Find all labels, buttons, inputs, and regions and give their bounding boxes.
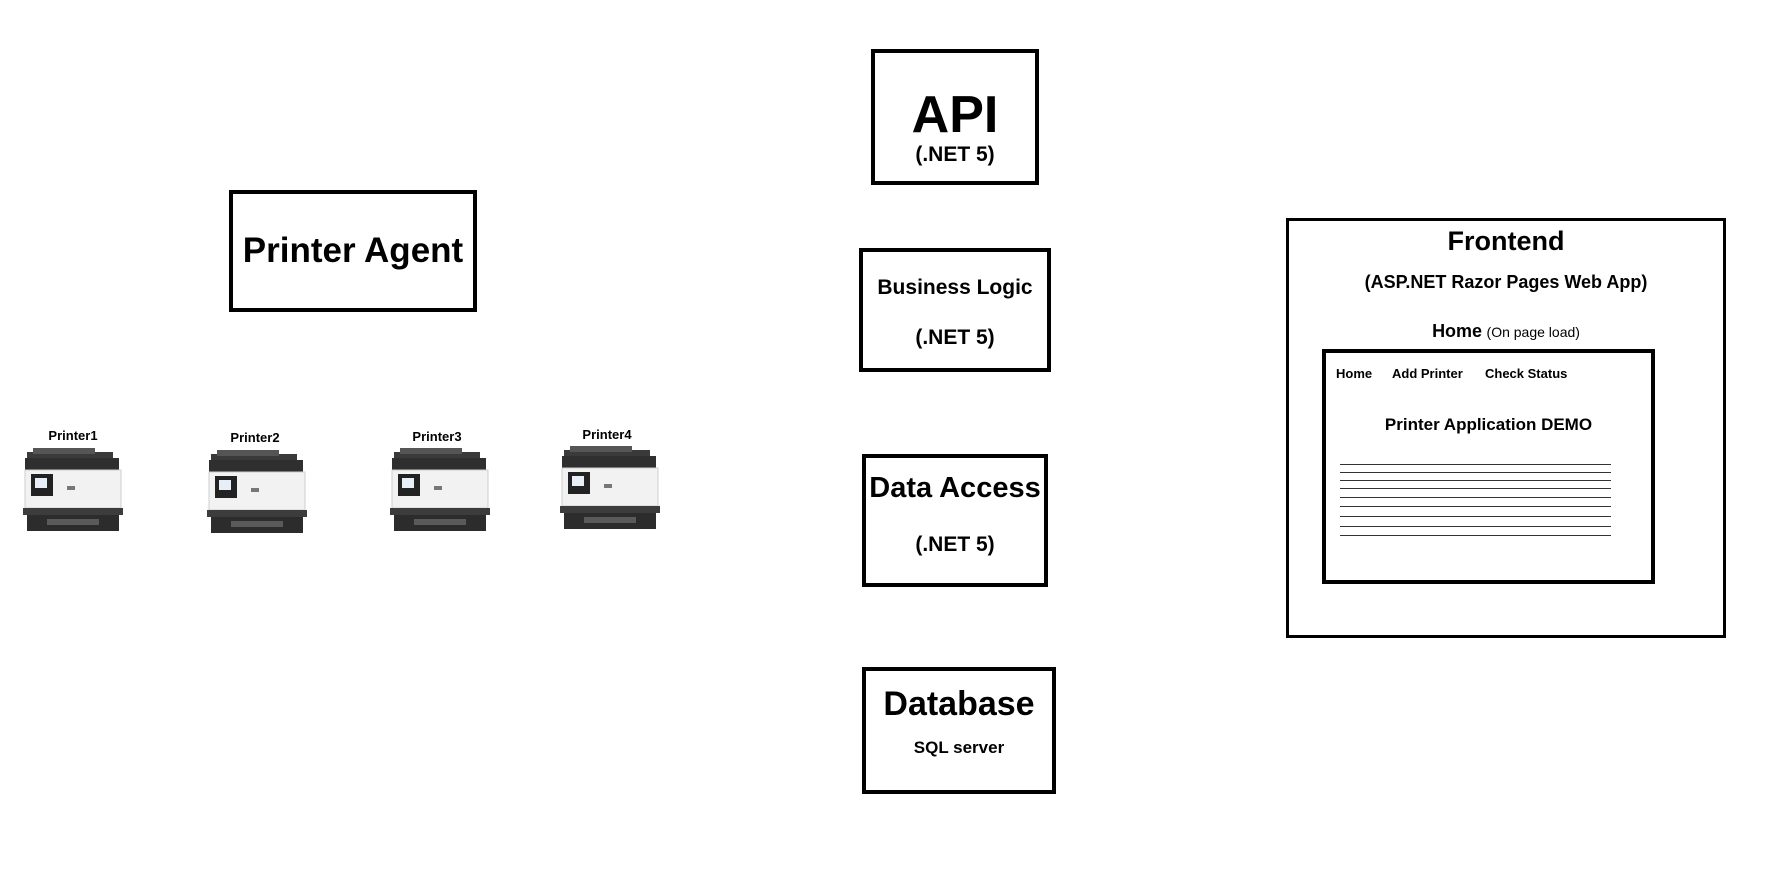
database-subtitle: SQL server <box>913 738 1005 757</box>
nav-home[interactable]: Home <box>1336 366 1373 381</box>
data-access-box: Data Access (.NET 5) <box>862 454 1048 587</box>
data-access-title: Data Access <box>869 472 1041 504</box>
business-logic-box: Business Logic (.NET 5) <box>859 248 1051 372</box>
text-line <box>1340 516 1611 517</box>
text-line <box>1340 535 1611 536</box>
text-line <box>1340 472 1611 473</box>
printer-icon <box>207 450 307 540</box>
business-logic-subtitle: (.NET 5) <box>915 326 995 349</box>
text-line <box>1340 506 1611 507</box>
business-logic-title: Business Logic <box>877 276 1033 299</box>
api-subtitle: (.NET 5) <box>915 143 995 166</box>
text-line <box>1340 488 1611 489</box>
frontend-title: Frontend <box>1447 226 1565 256</box>
data-access-subtitle: (.NET 5) <box>915 533 995 556</box>
printer-label: Printer3 <box>412 429 462 444</box>
webpage-mockup <box>1322 349 1655 584</box>
api-box: API (.NET 5) <box>871 49 1039 185</box>
printer-icon <box>23 448 123 538</box>
text-line <box>1340 526 1611 527</box>
printer-label: Printer2 <box>230 430 280 445</box>
page-heading: Printer Application DEMO <box>1384 415 1593 434</box>
database-box: Database SQL server <box>862 667 1056 794</box>
nav-add-printer[interactable]: Add Printer <box>1392 366 1463 381</box>
frontend-home-caption: Home (On page load) <box>1286 321 1726 342</box>
printer-agent-box: Printer Agent <box>229 190 477 312</box>
printer-icon <box>560 446 660 536</box>
frontend-home-label: Home <box>1432 321 1483 341</box>
printer-agent-title: Printer Agent <box>242 231 464 270</box>
printer-icon <box>390 448 490 538</box>
nav-check-status[interactable]: Check Status <box>1485 366 1568 381</box>
text-line <box>1340 497 1611 498</box>
printer-label: Printer4 <box>582 427 632 442</box>
text-line <box>1340 480 1611 481</box>
frontend-home-note: (On page load) <box>1486 324 1580 340</box>
api-title: API <box>911 86 999 144</box>
frontend-subtitle: (ASP.NET Razor Pages Web App) <box>1364 272 1648 292</box>
database-title: Database <box>883 685 1035 723</box>
printer-label: Printer1 <box>48 428 98 443</box>
text-line <box>1340 464 1611 465</box>
